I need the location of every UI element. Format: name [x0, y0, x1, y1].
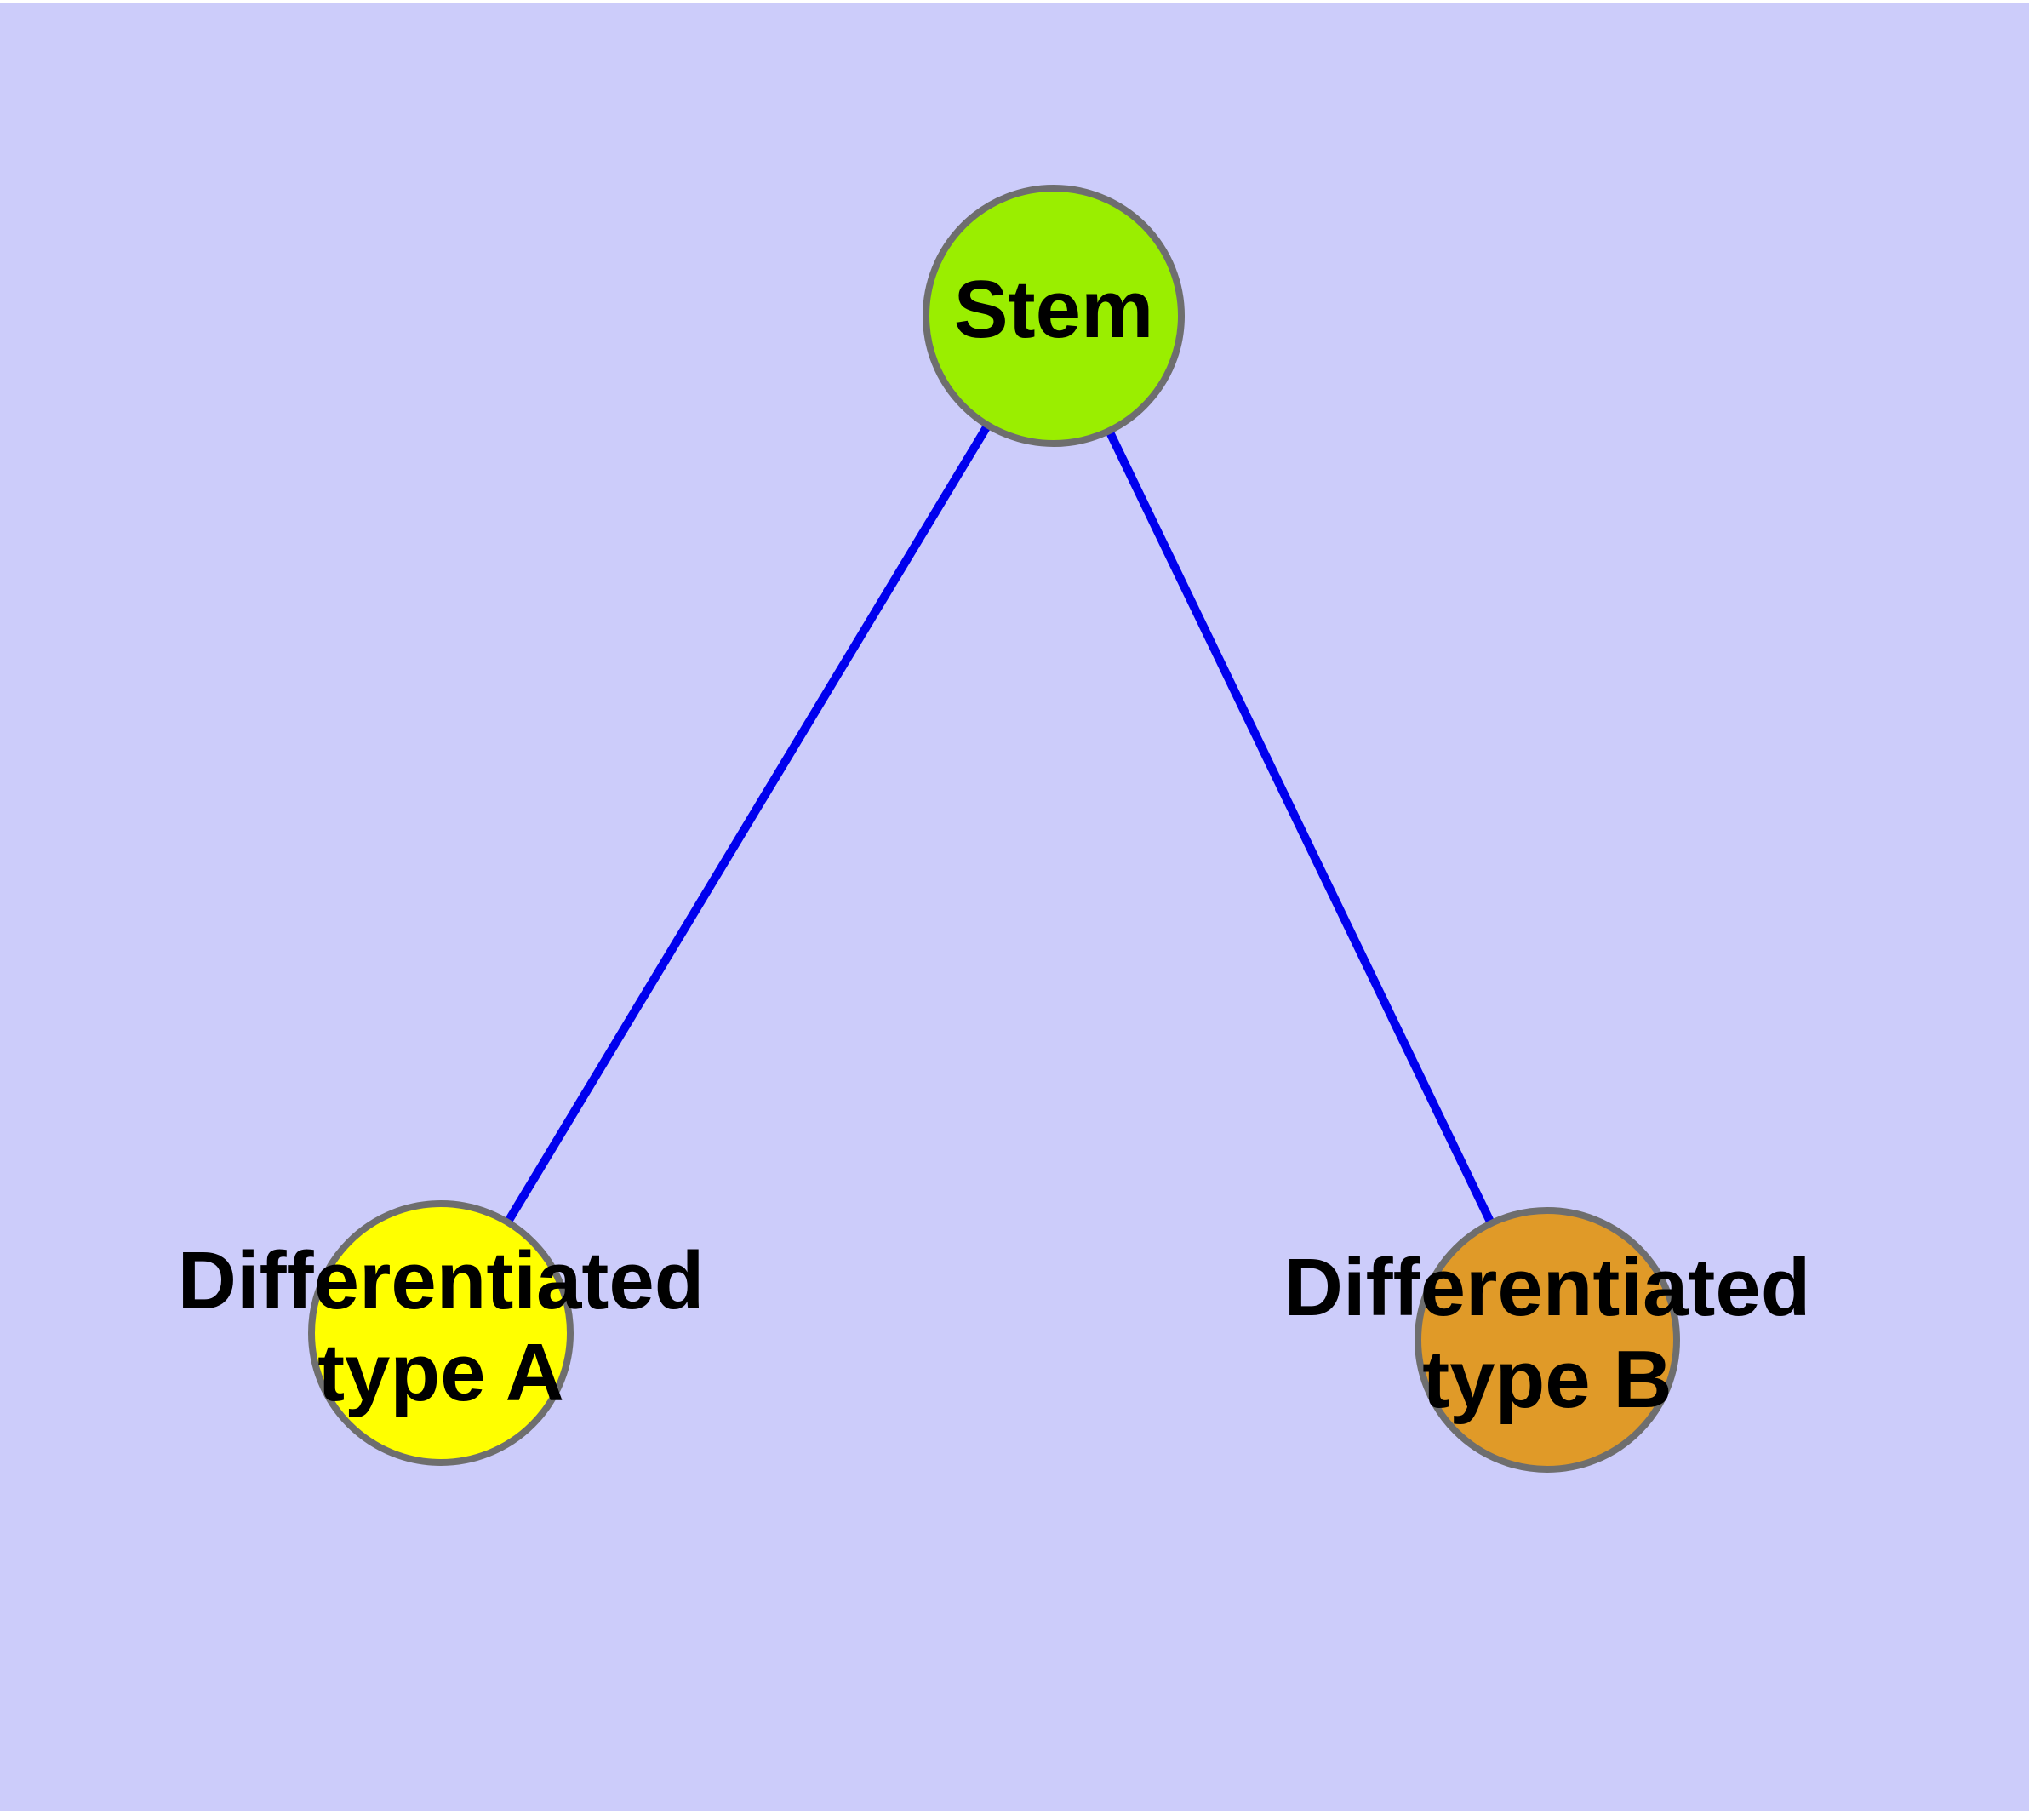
node-label-line: Differentiated	[1284, 1243, 1811, 1334]
edge-stem-to-differentiated-type-b[interactable]	[1105, 428, 1495, 1226]
node-differentiated-type-b-circle[interactable]	[1415, 1207, 1680, 1473]
node-label-line: type A	[317, 1327, 564, 1418]
node-differentiated-type-a-circle[interactable]	[308, 1200, 574, 1466]
node-label-line: Differentiated	[178, 1236, 705, 1327]
node-stem-label: Stem	[954, 264, 1154, 355]
node-label-line: type B	[1422, 1334, 1672, 1425]
edge-stem-to-differentiated-type-a[interactable]	[504, 422, 992, 1225]
nodes-group	[308, 185, 1680, 1473]
node-stem-circle[interactable]	[923, 185, 1185, 447]
node-label-line: Stem	[954, 264, 1154, 355]
edges-group	[504, 422, 1495, 1226]
